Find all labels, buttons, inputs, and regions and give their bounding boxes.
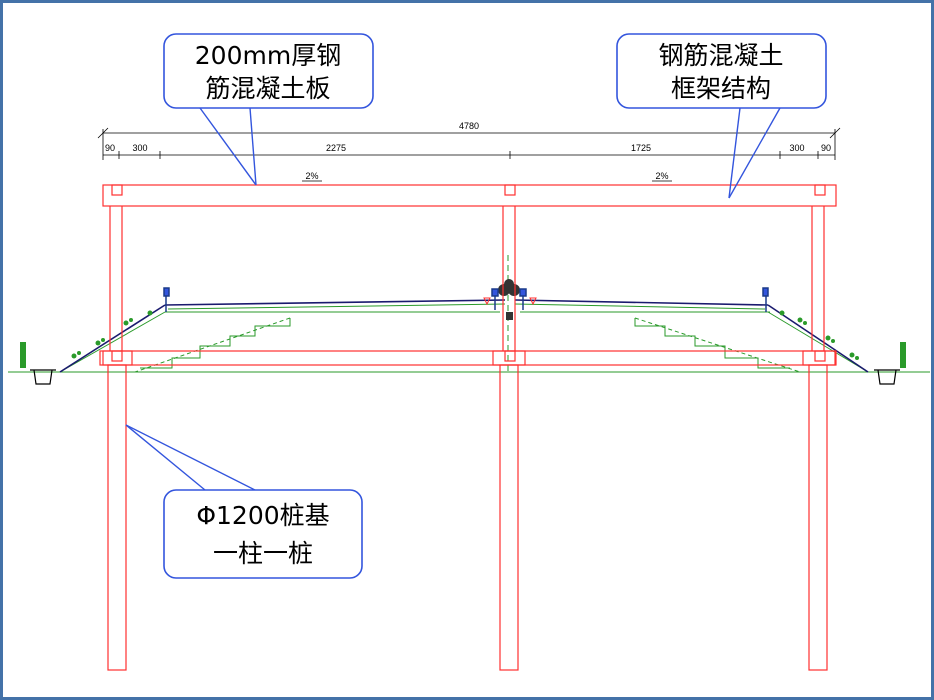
concrete-frame bbox=[99, 184, 837, 671]
dimension-right-span: 1725 bbox=[631, 143, 651, 153]
dimension-total: 4780 bbox=[459, 121, 479, 131]
slope-label-right: 2% bbox=[655, 171, 668, 181]
dimension-right-shoulder: 300 bbox=[789, 143, 804, 153]
drainage-ditch-left bbox=[30, 369, 56, 385]
dimension-lines bbox=[97, 127, 841, 160]
road-surface bbox=[59, 299, 869, 373]
vegetation bbox=[20, 279, 906, 368]
callout-frame-line2: 框架结构 bbox=[671, 74, 771, 103]
dimension-right-edge: 90 bbox=[821, 143, 831, 153]
pile-center bbox=[499, 364, 519, 671]
earthwork bbox=[8, 255, 930, 373]
concrete-slab bbox=[102, 184, 837, 207]
callout-pile: Φ1200桩基 一柱一桩 bbox=[125, 424, 363, 579]
dimension-left-span: 2275 bbox=[326, 143, 346, 153]
guardrails bbox=[163, 287, 769, 320]
callout-slab-line1: 200mm厚钢 bbox=[195, 41, 341, 70]
callout-slab: 200mm厚钢 筋混凝土板 bbox=[163, 33, 374, 186]
drainage-ditch-right bbox=[874, 369, 900, 385]
callout-frame-line1: 钢筋混凝土 bbox=[658, 41, 783, 70]
callout-slab-line2: 筋混凝土板 bbox=[205, 74, 330, 103]
tie-beam bbox=[102, 350, 837, 366]
pile-right bbox=[808, 364, 828, 671]
dimension-left-shoulder: 300 bbox=[132, 143, 147, 153]
callout-frame: 钢筋混凝土 框架结构 bbox=[616, 33, 827, 199]
slope-label-left: 2% bbox=[305, 171, 318, 181]
pile-left bbox=[107, 364, 127, 671]
callout-pile-line1: Φ1200桩基 bbox=[196, 501, 329, 530]
callout-pile-line2: 一柱一桩 bbox=[213, 539, 313, 568]
dimension-left-edge: 90 bbox=[105, 143, 115, 153]
